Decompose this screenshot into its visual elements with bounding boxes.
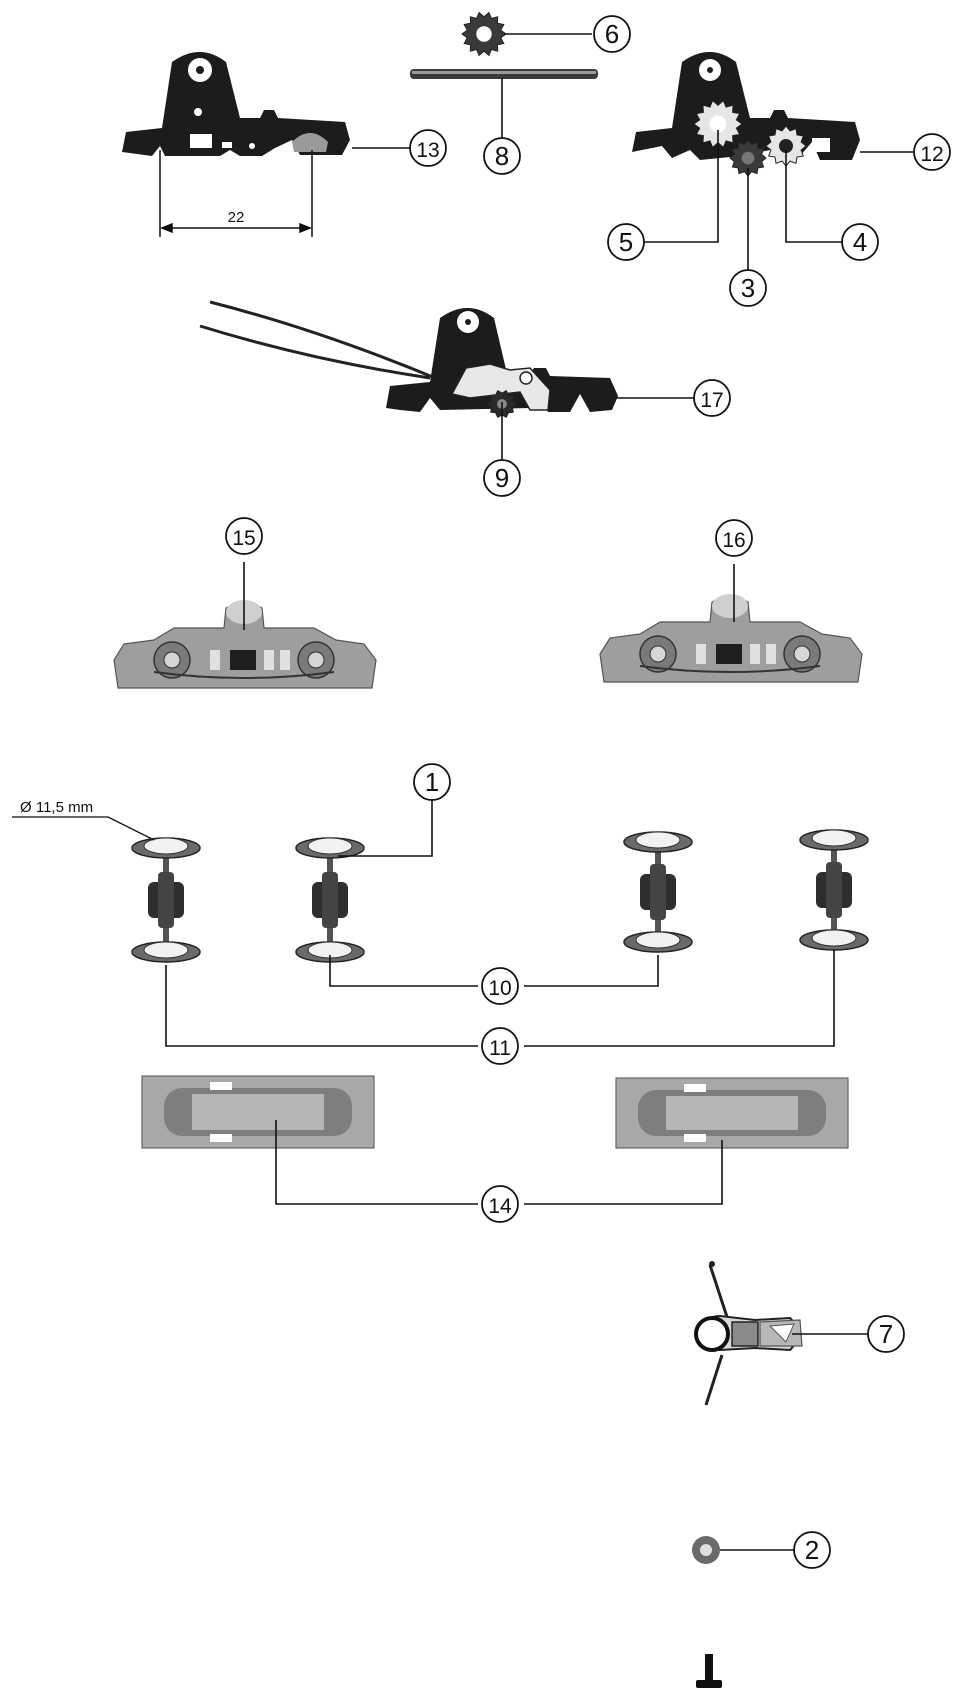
callout-number: 5 [619, 227, 633, 257]
callout-number: 10 [488, 977, 511, 1000]
diameter-leader-diagonal [107, 816, 155, 841]
wheelset-c [623, 831, 693, 953]
callout-number: 2 [805, 1535, 819, 1565]
callout-number: 17 [700, 389, 723, 412]
callout-1: 1 [413, 763, 451, 801]
coupler-7 [694, 1261, 803, 1406]
callout-6: 6 [593, 15, 631, 53]
callout-number: 7 [879, 1319, 893, 1349]
callout-number: 16 [722, 529, 745, 552]
wheelset-a [131, 837, 201, 963]
callout-number: 13 [416, 139, 439, 162]
shaft-8 [410, 69, 598, 79]
bogie-frame-17 [199, 300, 618, 412]
callout-12: 12 [913, 133, 951, 171]
callout-number: 12 [920, 143, 943, 166]
callout-7: 7 [867, 1315, 905, 1353]
bogie-sideframe-15 [113, 600, 377, 689]
callout-17: 17 [693, 379, 731, 417]
gear-icon [729, 139, 767, 177]
callout-14: 14 [481, 1185, 519, 1223]
callout-13: 13 [409, 129, 447, 167]
callout-10: 10 [481, 967, 519, 1005]
callout-number: 6 [605, 19, 619, 49]
callout-number: 3 [741, 273, 755, 303]
callout-8: 8 [483, 137, 521, 175]
bogie-sideframe-16 [599, 594, 863, 683]
callout-15: 15 [225, 517, 263, 555]
callout-5: 5 [607, 223, 645, 261]
leader-lines [165, 33, 914, 1551]
callout-number: 11 [489, 1037, 511, 1060]
dimension-label: 22 [228, 209, 245, 226]
callout-number: 14 [488, 1195, 512, 1218]
callout-11: 11 [481, 1027, 519, 1065]
callout-number: 15 [232, 527, 255, 550]
callout-number: 9 [495, 463, 509, 493]
callout-9: 9 [483, 459, 521, 497]
callout-3: 3 [729, 269, 767, 307]
callout-number: 8 [495, 141, 509, 171]
bogie-frame-12 [632, 52, 860, 160]
wheelset-b [295, 837, 365, 963]
plate-14-right [615, 1077, 849, 1149]
plate-14-left [141, 1075, 375, 1149]
gear-icon [461, 11, 507, 57]
wheel-diameter-label: Ø 11,5 mm [20, 799, 93, 816]
wheelset-d [799, 829, 869, 951]
bogie-frame-13 [122, 52, 350, 156]
callout-number: 1 [425, 767, 439, 797]
callout-4: 4 [841, 223, 879, 261]
washer-2 [692, 1536, 720, 1564]
callout-number: 4 [853, 227, 867, 257]
callout-16: 16 [715, 519, 753, 557]
dimension-22 [159, 150, 313, 237]
screw-icon [696, 1654, 722, 1688]
callout-2: 2 [793, 1531, 831, 1569]
gear-icon [693, 99, 743, 149]
gear-icon [765, 125, 807, 167]
